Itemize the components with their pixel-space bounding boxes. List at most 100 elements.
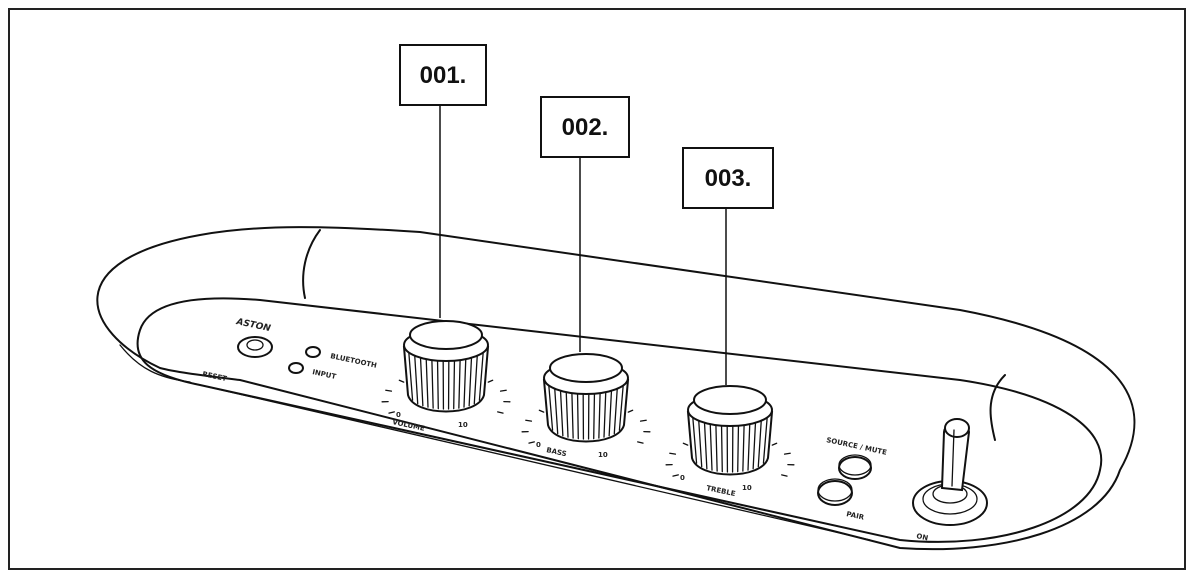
knob-scale-min: 0 bbox=[680, 474, 685, 482]
knob-scale-tick bbox=[783, 452, 791, 455]
panel-outer-body bbox=[96, 226, 1136, 551]
reset-button-inner bbox=[246, 339, 264, 351]
knob-grip-line bbox=[468, 352, 473, 407]
knob-scale-tick bbox=[385, 389, 393, 392]
knob-grip-line bbox=[715, 417, 718, 472]
knob-scale-tick bbox=[398, 379, 405, 383]
pair-label: PAIR bbox=[846, 510, 866, 522]
knob-cap bbox=[409, 320, 483, 350]
knob-grip-line bbox=[598, 385, 601, 439]
knob-grip-line bbox=[553, 385, 559, 435]
knob-treble[interactable]: 0 10 bbox=[665, 385, 795, 492]
knob-scale-max: 10 bbox=[742, 484, 752, 492]
knob-scale-tick bbox=[388, 411, 395, 414]
bluetooth-label: BLUETOOTH bbox=[330, 352, 378, 370]
power-label: ON bbox=[916, 532, 929, 542]
knob-scale-tick bbox=[525, 419, 533, 422]
knob-grip-line bbox=[436, 352, 439, 410]
panel-left-seam bbox=[302, 229, 321, 299]
knob-scale-tick bbox=[499, 389, 507, 392]
source-mute-label: SOURCE / MUTE bbox=[826, 436, 888, 457]
knob-cap bbox=[693, 385, 767, 415]
knob-body bbox=[686, 411, 774, 476]
knob-grip-line bbox=[603, 385, 607, 438]
knob-grip-line bbox=[548, 385, 554, 431]
knob-scale-tick bbox=[627, 409, 634, 413]
input-led bbox=[288, 362, 304, 374]
knob-grip-line bbox=[408, 352, 414, 401]
knob-scale-tick bbox=[487, 379, 494, 383]
knob-body bbox=[402, 346, 490, 413]
knob-grip-line bbox=[576, 385, 579, 440]
panel-right-seam bbox=[989, 374, 1006, 441]
knob-grip-line bbox=[762, 417, 768, 464]
knob-scale-tick bbox=[538, 409, 545, 413]
knob-scale-min: 0 bbox=[536, 441, 541, 449]
source-mute-button[interactable] bbox=[838, 456, 872, 480]
brand-label: ASTON bbox=[234, 317, 272, 334]
callout-3: 003. bbox=[682, 147, 774, 385]
toggle-switch-tip bbox=[944, 418, 970, 438]
callout-box bbox=[682, 147, 774, 209]
callout-box bbox=[540, 96, 630, 158]
knob-grip-line bbox=[473, 352, 479, 405]
knob-grip-line bbox=[453, 352, 456, 410]
knob-scale-tick bbox=[637, 441, 644, 444]
toggle-switch-highlight bbox=[951, 429, 955, 487]
source-mute-button-top bbox=[838, 454, 872, 476]
knob-grip-line bbox=[478, 352, 484, 401]
knob-grip-line bbox=[703, 417, 708, 470]
knob-scale-min: 0 bbox=[396, 411, 401, 419]
knob-grip-line bbox=[413, 352, 419, 405]
knob-grip-line bbox=[709, 417, 713, 471]
knob-scale-tick bbox=[497, 411, 504, 414]
callout-label: 001. bbox=[420, 62, 467, 89]
knob-scale-tick bbox=[682, 442, 689, 446]
knob-scale-tick bbox=[528, 441, 535, 444]
knob-grip-line bbox=[747, 417, 751, 471]
knob-grip-line bbox=[571, 385, 574, 439]
knob-scale-tick bbox=[639, 419, 647, 422]
callout-label: 003. bbox=[705, 165, 752, 192]
callouts-group: 001. 002. 003. bbox=[399, 44, 774, 385]
callout-2: 002. bbox=[540, 96, 630, 352]
knob-grip-line bbox=[425, 352, 429, 408]
knob-grip-line bbox=[613, 385, 619, 435]
knob-grip-line bbox=[737, 417, 740, 473]
knob-grip-line bbox=[692, 417, 698, 464]
treble-label: TREBLE bbox=[706, 484, 737, 498]
knob-grip-line bbox=[752, 417, 757, 470]
reset-button[interactable] bbox=[237, 336, 273, 358]
knob-scale-tick bbox=[669, 452, 677, 455]
knob-scale-max: 10 bbox=[598, 451, 608, 459]
panel-bottom-edge bbox=[169, 377, 871, 541]
knob-grip-line bbox=[419, 352, 424, 407]
bluetooth-led bbox=[305, 346, 321, 358]
knob-grip-line bbox=[565, 385, 569, 438]
bass-label: BASS bbox=[546, 446, 568, 458]
callout-1: 001. bbox=[399, 44, 487, 318]
pair-button-top bbox=[817, 478, 853, 502]
knob-grip-line bbox=[608, 385, 613, 437]
knob-grip-line bbox=[757, 417, 763, 468]
knob-scale-tick bbox=[771, 442, 778, 446]
knob-grip-line bbox=[720, 417, 723, 473]
knob-bass[interactable]: 0 10 bbox=[521, 353, 651, 459]
knob-grip-line bbox=[431, 352, 434, 409]
knob-cap bbox=[549, 353, 623, 383]
knob-grip-line bbox=[463, 352, 467, 408]
knob-scale-tick bbox=[781, 474, 788, 477]
knob-grip-line bbox=[697, 417, 703, 468]
callout-box bbox=[399, 44, 487, 106]
input-label: INPUT bbox=[312, 368, 337, 381]
knob-grip-line bbox=[742, 417, 745, 472]
knob-grip-line bbox=[458, 352, 461, 409]
callout-label: 002. bbox=[562, 114, 609, 141]
knob-body bbox=[542, 379, 630, 443]
knob-grip-line bbox=[559, 385, 564, 437]
knob-grip-line bbox=[593, 385, 596, 440]
reset-label: RESET bbox=[202, 370, 228, 383]
knob-volume[interactable]: 010 bbox=[381, 320, 511, 429]
